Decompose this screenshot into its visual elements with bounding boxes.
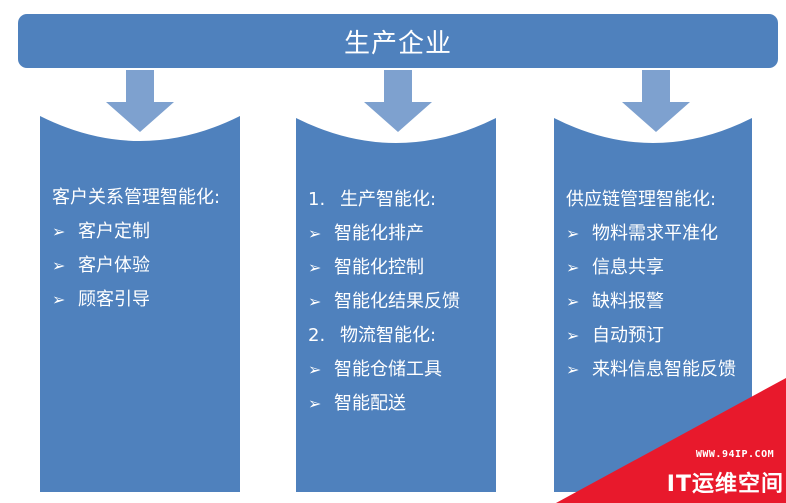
bullet-arrow-icon: ➢ [566, 292, 580, 311]
down-arrow-icon [364, 70, 432, 132]
banner-title: 生产企业 [343, 28, 452, 59]
list-item: ➢来料信息智能反馈 [566, 353, 736, 387]
column-right-content: 供应链管理智能化: ➢物料需求平准化 ➢信息共享 ➢缺料报警 ➢自动预订 ➢来料… [566, 183, 736, 387]
bullet-arrow-icon: ➢ [566, 258, 580, 277]
list-item: ➢智能配送 [308, 387, 460, 421]
list-item: ➢信息共享 [566, 251, 736, 285]
list-item: ➢智能仓储工具 [308, 353, 460, 387]
column-middle-content: 1.生产智能化: ➢智能化排产 ➢智能化控制 ➢智能化结果反馈 2.物流智能化:… [308, 183, 460, 421]
top-banner: 生产企业 [18, 14, 778, 68]
down-arrow-icon [106, 70, 174, 132]
list-item: ➢智能化控制 [308, 251, 460, 285]
watermark-brand: IT运维空间 [666, 472, 784, 497]
bullet-arrow-icon: ➢ [566, 326, 580, 345]
bullet-arrow-icon: ➢ [52, 222, 66, 241]
list-item: ➢缺料报警 [566, 285, 736, 319]
bullet-arrow-icon: ➢ [308, 258, 322, 277]
bullet-arrow-icon: ➢ [308, 360, 322, 379]
bullet-arrow-icon: ➢ [308, 292, 322, 311]
list-item: ➢智能化排产 [308, 217, 460, 251]
list-item: ➢顾客引导 [52, 283, 220, 317]
column-box-middle [296, 118, 496, 492]
bullet-arrow-icon: ➢ [566, 224, 580, 243]
bullet-arrow-icon: ➢ [308, 394, 322, 413]
numbered-heading: 1.生产智能化: [308, 189, 437, 210]
bullet-arrow-icon: ➢ [566, 360, 580, 379]
list-item: ➢智能化结果反馈 [308, 285, 460, 319]
watermark-url: WWW.94IP.COM [695, 449, 775, 460]
bullet-arrow-icon: ➢ [308, 224, 322, 243]
column-heading: 供应链管理智能化: [566, 189, 717, 210]
list-item: ➢物料需求平准化 [566, 217, 736, 251]
list-item: ➢客户体验 [52, 249, 220, 283]
column-box-left [40, 116, 240, 492]
list-item: ➢客户定制 [52, 215, 220, 249]
numbered-heading: 2.物流智能化: [308, 325, 437, 346]
down-arrow-icon [622, 70, 690, 132]
list-item: ➢自动预订 [566, 319, 736, 353]
column-box-right [554, 118, 752, 492]
bullet-arrow-icon: ➢ [52, 290, 66, 309]
bullet-arrow-icon: ➢ [52, 256, 66, 275]
column-heading: 客户关系管理智能化: [52, 187, 221, 208]
column-left-content: 客户关系管理智能化: ➢客户定制 ➢客户体验 ➢顾客引导 [52, 181, 220, 317]
